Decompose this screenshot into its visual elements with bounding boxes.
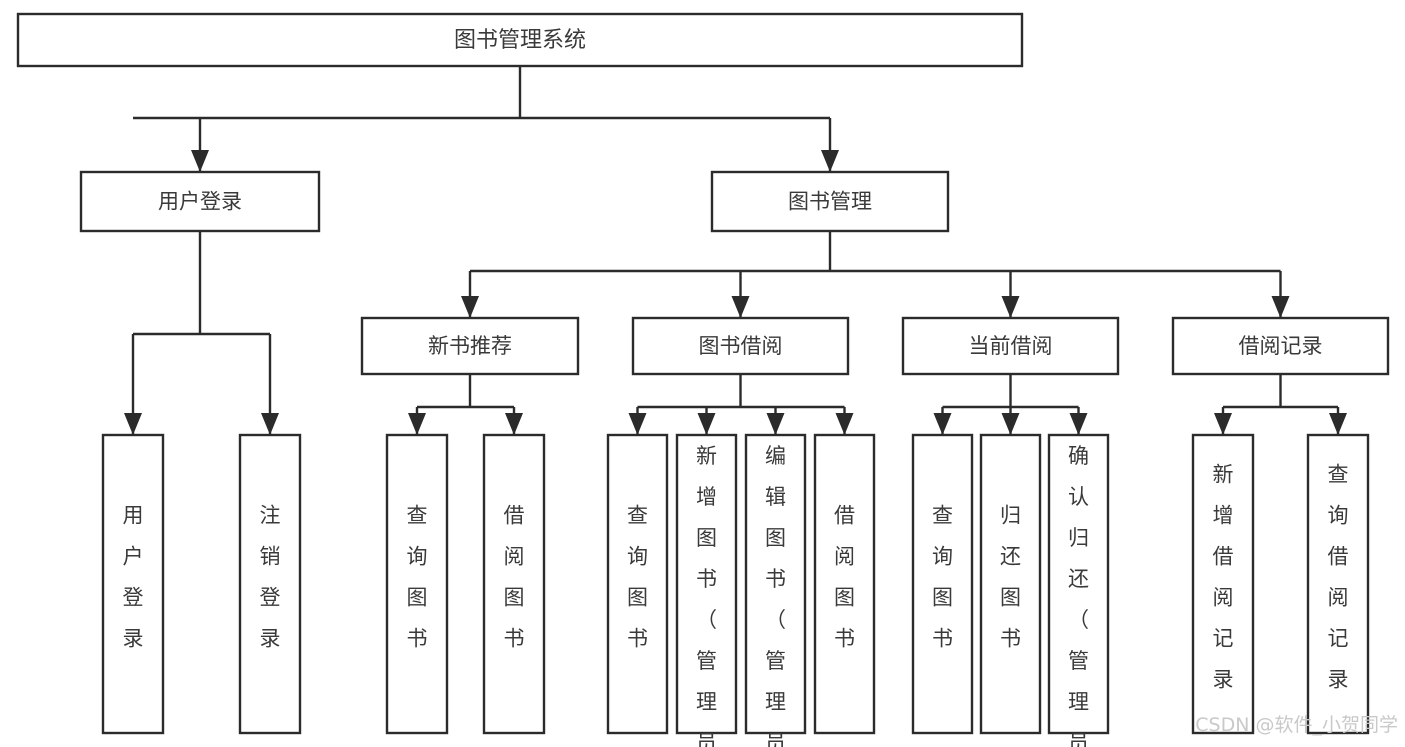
node-label-leaf-query-book-borrow: 查询图书	[627, 504, 648, 651]
node-box-leaf-query-book-borrow	[606, 433, 669, 735]
node-label-book-borrow: 图书借阅	[699, 334, 783, 358]
node-label-borrow-record: 借阅记录	[1239, 334, 1323, 358]
node-box-current-borrow	[901, 316, 1120, 376]
node-box-leaf-edit-book	[744, 433, 807, 735]
connectors-layer	[124, 66, 1347, 435]
arrow-head-icon-leaf-query-book-current	[933, 413, 952, 435]
arrow-head-icon-book-management	[821, 150, 839, 172]
node-box-leaf-query-book-current	[911, 433, 974, 735]
arrow-head-icon-leaf-borrow-book	[835, 413, 854, 435]
node-label-root: 图书管理系统	[454, 28, 586, 53]
node-borrow-record[interactable]: 借阅记录	[1171, 316, 1390, 376]
node-box-leaf-logout	[238, 433, 302, 735]
node-label-new-book-recommend: 新书推荐	[428, 334, 512, 358]
node-book-borrow[interactable]: 图书借阅	[631, 316, 850, 376]
node-new-book-recommend[interactable]: 新书推荐	[360, 316, 580, 376]
node-leaf-borrow-book-recommend[interactable]: 借阅图书	[482, 433, 546, 735]
node-label-leaf-query-borrow-record: 查询借阅记录	[1328, 463, 1349, 692]
node-box-leaf-query-borrow-record	[1306, 433, 1370, 735]
node-box-leaf-user-login	[101, 433, 165, 735]
node-leaf-add-book[interactable]: 新增图书（管理员）	[675, 433, 738, 747]
node-label-leaf-borrow-book: 借阅图书	[834, 504, 855, 651]
node-label-leaf-query-book-current: 查询图书	[932, 504, 953, 651]
node-box-book-management	[710, 170, 950, 233]
arrow-head-icon-borrow-record	[1271, 296, 1290, 318]
arrow-head-icon-current-borrow	[1001, 296, 1020, 318]
node-box-new-book-recommend	[360, 316, 580, 376]
node-label-leaf-user-login: 用户登录	[123, 504, 144, 651]
node-leaf-confirm-return[interactable]: 确认归还（管理员）	[1047, 433, 1110, 747]
node-label-leaf-add-borrow-record: 新增借阅记录	[1213, 463, 1234, 692]
csdn-watermark: CSDN @软件_小贺同学	[1195, 714, 1398, 736]
arrow-head-icon-user-login	[191, 150, 209, 172]
arrow-head-icon-leaf-add-borrow-record	[1214, 413, 1232, 435]
node-label-leaf-logout: 注销登录	[260, 504, 281, 651]
node-label-book-management: 图书管理	[788, 190, 872, 214]
node-box-leaf-query-book-recommend	[385, 433, 449, 735]
node-box-leaf-add-borrow-record	[1191, 433, 1255, 735]
node-box-leaf-borrow-book	[813, 433, 876, 735]
node-book-management[interactable]: 图书管理	[710, 170, 950, 233]
node-label-leaf-add-book: 新增图书（管理员）	[696, 444, 717, 747]
arrow-head-icon-leaf-logout	[261, 413, 279, 435]
arrow-head-icon-leaf-confirm-return	[1069, 413, 1088, 435]
node-root[interactable]: 图书管理系统	[16, 12, 1024, 68]
arrow-head-icon-leaf-edit-book	[766, 413, 785, 435]
node-leaf-borrow-book[interactable]: 借阅图书	[813, 433, 876, 735]
node-leaf-query-book-borrow[interactable]: 查询图书	[606, 433, 669, 735]
node-box-borrow-record	[1171, 316, 1390, 376]
node-box-leaf-confirm-return	[1047, 433, 1110, 735]
node-label-leaf-return-book: 归还图书	[1000, 504, 1021, 651]
node-label-leaf-borrow-book-recommend: 借阅图书	[504, 504, 525, 651]
arrow-head-icon-leaf-user-login	[124, 413, 142, 435]
node-leaf-query-book-current[interactable]: 查询图书	[911, 433, 974, 735]
arrow-head-icon-book-borrow	[731, 296, 750, 318]
arrow-head-icon-leaf-query-borrow-record	[1329, 413, 1347, 435]
node-leaf-query-borrow-record[interactable]: 查询借阅记录	[1306, 433, 1370, 735]
node-label-leaf-confirm-return: 确认归还（管理员）	[1068, 444, 1089, 747]
arrow-head-icon-leaf-borrow-book-recommend	[505, 413, 523, 435]
node-leaf-edit-book[interactable]: 编辑图书（管理员）	[744, 433, 807, 747]
node-box-root	[16, 12, 1024, 68]
node-leaf-query-book-recommend[interactable]: 查询图书	[385, 433, 449, 735]
node-box-leaf-add-book	[675, 433, 738, 735]
node-user-login[interactable]: 用户登录	[79, 170, 321, 233]
node-leaf-user-login[interactable]: 用户登录	[101, 433, 165, 735]
node-label-leaf-edit-book: 编辑图书（管理员）	[765, 444, 786, 747]
node-box-leaf-return-book	[979, 433, 1042, 735]
node-label-leaf-query-book-recommend: 查询图书	[407, 504, 428, 651]
arrow-head-icon-new-book-recommend	[461, 296, 479, 318]
arrow-head-icon-leaf-query-book-borrow	[628, 413, 647, 435]
node-label-current-borrow: 当前借阅	[969, 334, 1053, 358]
node-label-user-login: 用户登录	[158, 190, 242, 214]
nodes-layer: 图书管理系统用户登录图书管理新书推荐图书借阅当前借阅借阅记录用户登录注销登录查询…	[16, 12, 1390, 747]
arrow-head-icon-leaf-return-book	[1001, 413, 1020, 435]
node-box-book-borrow	[631, 316, 850, 376]
node-leaf-return-book[interactable]: 归还图书	[979, 433, 1042, 735]
node-box-leaf-borrow-book-recommend	[482, 433, 546, 735]
arrow-head-icon-leaf-add-book	[697, 413, 716, 435]
node-current-borrow[interactable]: 当前借阅	[901, 316, 1120, 376]
arrow-head-icon-leaf-query-book-recommend	[408, 413, 426, 435]
node-leaf-logout[interactable]: 注销登录	[238, 433, 302, 735]
node-leaf-add-borrow-record[interactable]: 新增借阅记录	[1191, 433, 1255, 735]
node-box-user-login	[79, 170, 321, 233]
